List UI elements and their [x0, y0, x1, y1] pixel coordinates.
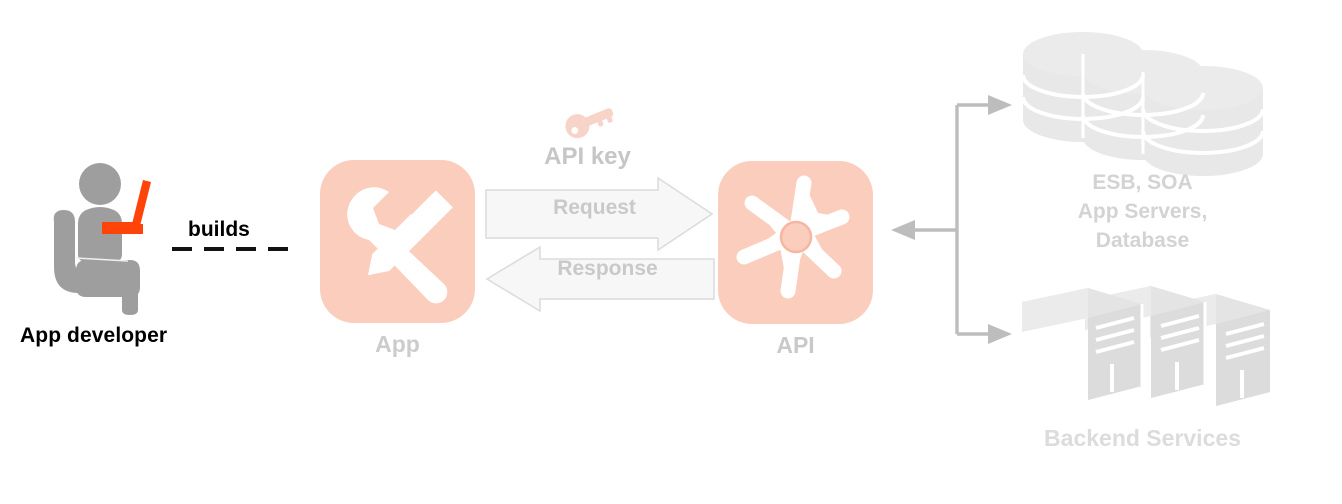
app-node-tile[interactable] [320, 160, 475, 323]
request-arrow [484, 176, 716, 252]
backend-services-label: Backend Services [1044, 425, 1241, 451]
arrow-to-api [891, 220, 957, 240]
database-label-line-1: ESB, SOA [1092, 171, 1193, 194]
arrow-to-servers [957, 324, 1012, 344]
builds-dashed-line [170, 242, 305, 256]
response-arrow [484, 243, 716, 315]
database-label-line-3: Database [1095, 229, 1190, 252]
api-key-label: API key [544, 143, 631, 170]
builds-label: builds [188, 218, 250, 241]
server-racks-icon [1020, 280, 1270, 415]
seated-developer-icon [38, 160, 178, 315]
key-icon [562, 100, 618, 140]
wrench-and-pencil-icon [347, 187, 453, 304]
backend-connectors [885, 90, 1020, 370]
arrow-to-databases [957, 95, 1012, 115]
app-node-label: App [375, 331, 420, 357]
laptop-icon [98, 178, 162, 242]
response-label: Response [557, 257, 658, 280]
database-group-label: ESB, SOA App Servers, Database [1035, 168, 1250, 255]
database-label-line-2: App Servers, [1077, 200, 1208, 223]
api-starburst-icon [736, 175, 850, 299]
app-developer-label: App developer [20, 324, 168, 347]
request-label: Request [553, 196, 636, 219]
database-stack-icon [1018, 30, 1273, 176]
api-node-label: API [776, 332, 815, 358]
api-node-tile[interactable] [718, 161, 873, 324]
